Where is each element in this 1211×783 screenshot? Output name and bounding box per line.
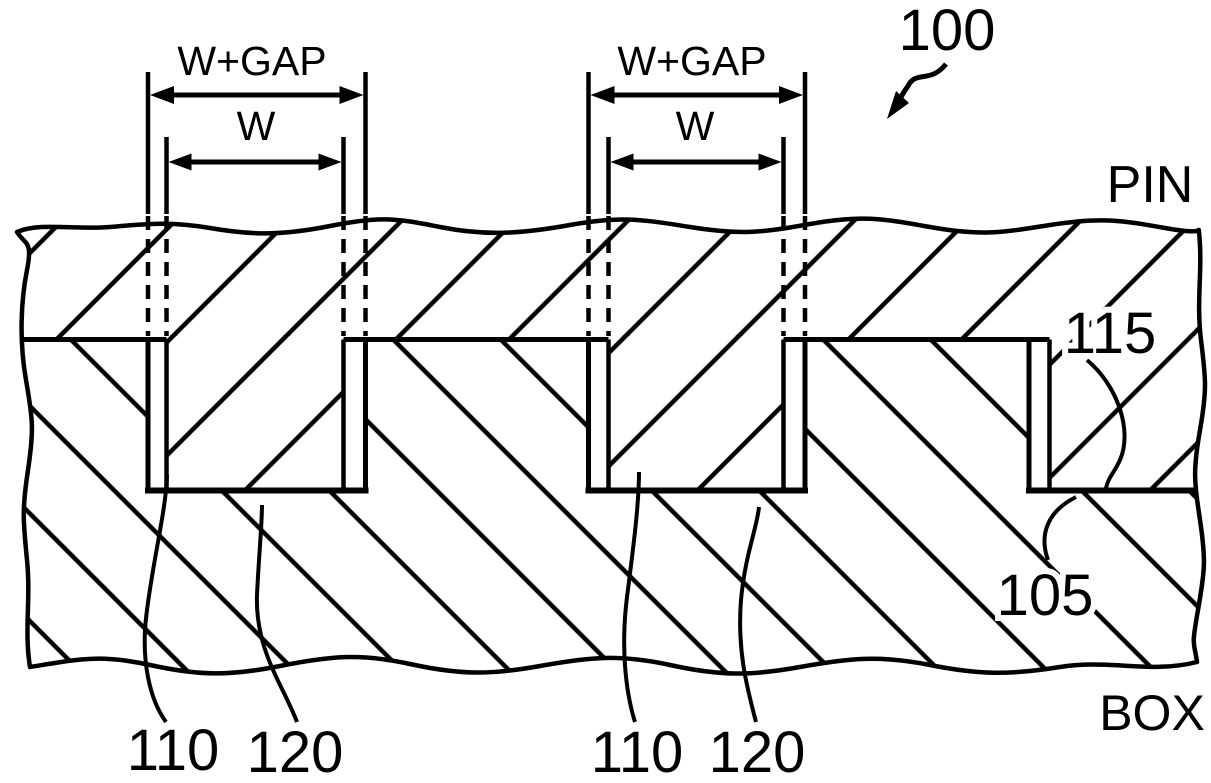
trench-1-fill bbox=[166, 335, 344, 489]
trench-2-fill bbox=[608, 335, 784, 489]
extension-lines-dashed bbox=[586, 216, 808, 336]
liner-110-label-middle: 110 bbox=[591, 720, 683, 783]
extension-lines-solid bbox=[145, 72, 368, 214]
w-label-left: W bbox=[237, 103, 276, 149]
trench-1 bbox=[145, 335, 368, 493]
fill-120-label-left: 120 bbox=[247, 720, 344, 783]
wafer-body-outline bbox=[14, 216, 1208, 676]
wgap-label-left: W+GAP bbox=[177, 38, 326, 84]
fill-120-label-middle: 120 bbox=[709, 720, 806, 783]
substrate-105-label: 105 bbox=[997, 563, 1094, 628]
trench-outlines bbox=[145, 337, 1205, 494]
extension-lines-dashed bbox=[145, 216, 368, 336]
leader-120-left bbox=[254, 504, 299, 723]
box-label: BOX bbox=[1099, 685, 1205, 741]
wgap-arrowhead-left bbox=[590, 86, 615, 104]
figure-ref-arrow-curve bbox=[897, 62, 948, 101]
wgap-arrowhead-right bbox=[779, 86, 803, 104]
w-arrowhead-right bbox=[758, 153, 782, 171]
w-arrowhead-left bbox=[610, 153, 634, 171]
dimension-set-left bbox=[145, 72, 368, 336]
figure-ref-arrowhead bbox=[887, 91, 909, 119]
trench-3-fill bbox=[1049, 335, 1205, 489]
leader-110-left bbox=[142, 474, 169, 724]
w-label-middle: W bbox=[676, 103, 715, 149]
layer-115-label: 115 bbox=[1064, 301, 1156, 366]
w-arrowhead-right bbox=[318, 153, 342, 171]
wgap-label-middle: W+GAP bbox=[617, 38, 766, 84]
wgap-arrowhead-left bbox=[150, 86, 174, 104]
leader-120-middle bbox=[738, 506, 761, 723]
pin-label: PIN bbox=[1107, 156, 1194, 214]
extension-lines-solid bbox=[586, 72, 808, 214]
deposited-layer-region bbox=[17, 218, 1205, 340]
leader-110-middle bbox=[622, 471, 641, 723]
leader-105 bbox=[1042, 495, 1077, 561]
trench-2 bbox=[586, 335, 808, 493]
figure-ref-label: 100 bbox=[899, 0, 996, 63]
dimension-set-middle bbox=[586, 72, 808, 336]
leader-115 bbox=[1085, 358, 1127, 489]
wgap-arrowhead-right bbox=[339, 86, 364, 104]
liner-110-label-left: 110 bbox=[127, 718, 219, 783]
w-arrowhead-left bbox=[168, 153, 192, 171]
